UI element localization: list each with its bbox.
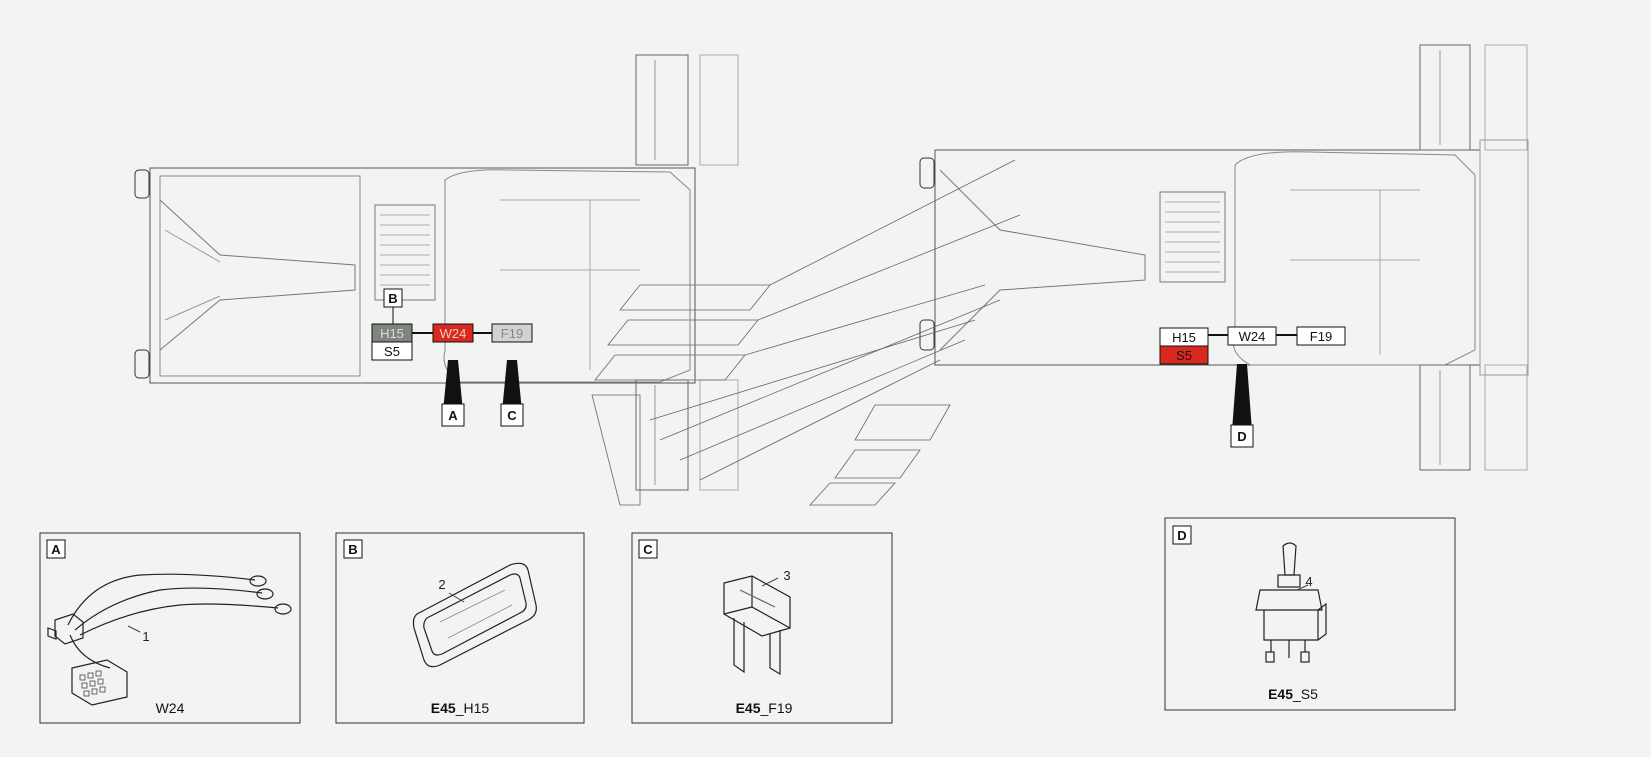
detail-c-leader [761,577,779,587]
right-w24-label: W24 [1239,329,1266,344]
detail-d-letter-box [1172,525,1192,545]
detail-a-leader [127,625,141,633]
callout-a-box[interactable] [441,403,465,427]
detail-panel-b[interactable]: B 2 E45_H15 [335,532,585,724]
detail-c-caption: E45_F19 [736,700,793,716]
detail-b-caption: E45_H15 [431,700,490,716]
detail-b-caption-bold: E45 [431,700,456,716]
detail-c-part-number: 3 [783,568,790,583]
detail-b-letter-box [343,539,363,559]
left-s5-box[interactable] [371,341,413,361]
detail-c-letter-box [638,539,658,559]
detail-d-frame [1164,517,1456,711]
callout-a-label: A [448,408,458,423]
callout-c-label: C [507,408,517,423]
detail-a-letter: A [51,542,61,557]
left-chassis [134,54,739,491]
left-f19-box[interactable] [491,323,533,343]
detail-b-leader [448,592,465,603]
detail-d-caption: E45_S5 [1268,686,1318,702]
wire-harness-icon [47,573,292,706]
detail-a-caption: W24 [156,700,185,716]
detail-c-letter: C [643,542,653,557]
detail-a-frame [39,532,301,724]
detail-b-part-number: 2 [438,577,445,592]
left-h15-label: H15 [380,326,404,341]
callout-c-box[interactable] [500,403,524,427]
right-s5-label: S5 [1176,348,1192,363]
detail-panel-a[interactable]: A 1 W24 [39,532,301,724]
exploded-panels [591,159,1021,506]
left-w24-box[interactable] [432,323,474,343]
detail-d-letter: D [1177,528,1186,543]
right-chassis [919,44,1529,471]
lamp-lens-icon [412,562,537,668]
detail-a-caption-rest: W24 [156,700,185,716]
toggle-switch-icon [1255,542,1327,663]
callout-d-label: D [1237,429,1246,444]
detail-b-frame [335,532,585,724]
detail-a-part-number: 1 [142,629,149,644]
detail-d-part-number: 4 [1305,574,1312,589]
callout-b-label: B [388,291,397,306]
right-h15-label: H15 [1172,330,1196,345]
right-f19-label: F19 [1310,329,1332,344]
left-w24-label: W24 [440,326,467,341]
callout-d-pointer [1231,364,1253,444]
callout-d-box[interactable] [1230,424,1254,448]
detail-d-leader [1296,584,1309,591]
detail-panel-d[interactable]: D 4 E45_S5 [1164,517,1456,711]
detail-d-caption-bold: E45 [1268,686,1293,702]
detail-c-frame [631,532,893,724]
left-s5-label: S5 [384,344,400,359]
right-w24-box[interactable] [1227,326,1277,346]
detail-c-caption-bold: E45 [736,700,761,716]
right-label-group: H15 S5 W24 F19 D [1159,326,1346,448]
blade-fuse-icon [723,575,791,676]
detail-d-caption-rest: _S5 [1292,686,1318,702]
left-f19-label: F19 [501,326,523,341]
detail-b-letter: B [348,542,357,557]
detail-c-caption-rest: _F19 [760,700,793,716]
detail-panel-c[interactable]: C 3 E45_F19 [631,532,893,724]
right-f19-box[interactable] [1296,326,1346,346]
right-s5-box[interactable] [1159,345,1209,365]
left-label-group: H15 S5 W24 F19 B A C [371,288,533,427]
detail-a-letter-box [46,539,66,559]
detail-b-caption-rest: _H15 [455,700,490,716]
